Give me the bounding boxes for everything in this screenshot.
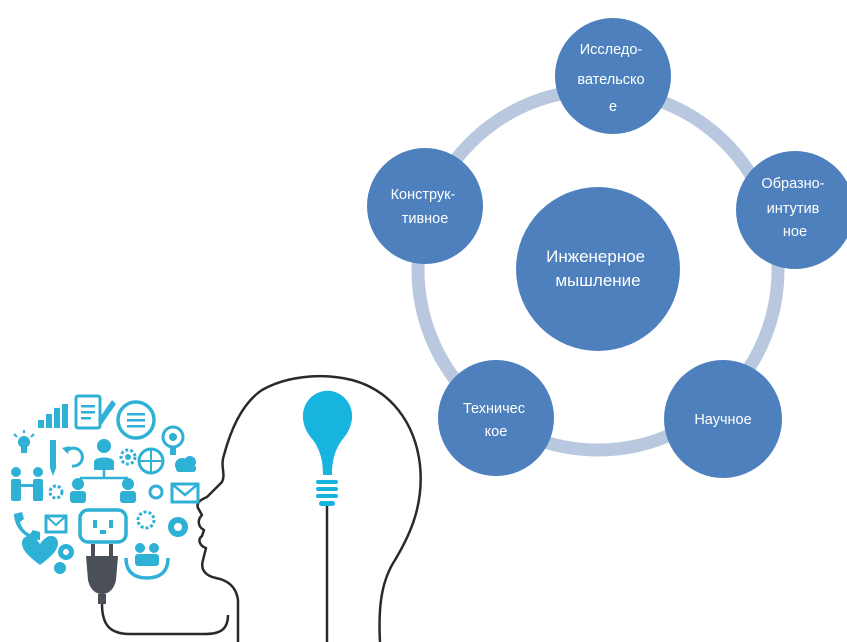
- org-chart-icon: [70, 470, 136, 503]
- center-node: Инженерное мышление: [516, 187, 680, 351]
- node-constructive: Конструк- тивное: [367, 148, 483, 264]
- svg-text:Исследо- вательско: Исследо- вательско е: [577, 42, 648, 115]
- head-outline: [196, 374, 422, 642]
- globe-icon: [137, 447, 165, 475]
- svg-text:Конструк- тивное: Конструк- тивное: [391, 187, 460, 227]
- node-research-line-2: вательско: [577, 72, 644, 88]
- node-scientific-line-1: Научное: [694, 412, 751, 428]
- recycle-icon: [62, 446, 84, 468]
- center-label-line-2: мышление: [555, 271, 640, 290]
- cloud-icon: [175, 456, 196, 472]
- small-lightbulb-icon: [13, 430, 35, 453]
- node-figurative: Образно- интутив ное: [736, 151, 847, 269]
- node-technical: Техничес кое: [438, 360, 554, 476]
- node-technical-line-2: кое: [485, 424, 508, 440]
- pencil-icon: [50, 440, 56, 476]
- node-figurative-line-1: Образно-: [761, 176, 824, 192]
- node-research: Исследо- вательско е: [555, 18, 671, 134]
- document-pen-icon: [74, 394, 116, 430]
- center-label-line-1: Инженерное: [546, 247, 645, 266]
- svg-text:Образно- интутив: Образно- интутив ное: [761, 176, 828, 240]
- settings-icon: [148, 484, 164, 500]
- speech-bubble-icon: [116, 400, 156, 440]
- node-constructive-line-1: Конструк-: [391, 187, 456, 203]
- target-icon: [161, 425, 185, 455]
- person-icon: [94, 439, 114, 470]
- node-figurative-line-3: ное: [783, 224, 807, 240]
- family-icon: [124, 543, 170, 580]
- people-icon: [11, 467, 43, 501]
- gear-icon: [136, 510, 156, 530]
- node-research-line-1: Исследо-: [580, 42, 643, 58]
- lightbulb-icon: [302, 390, 353, 642]
- icon-cloud: [11, 394, 230, 636]
- node-scientific: Научное: [664, 360, 782, 478]
- gear-icon: [168, 517, 188, 537]
- cycle-diagram: Инженерное мышление Исследо- вательско е…: [367, 18, 847, 478]
- svg-text:Научное: Научное: [694, 412, 751, 428]
- node-constructive-line-2: тивное: [402, 211, 449, 227]
- plug-cord: [100, 603, 230, 636]
- node-technical-line-1: Техничес: [463, 401, 525, 417]
- envelope-icon: [44, 514, 68, 534]
- socket-icon: [78, 508, 128, 544]
- node-figurative-line-2: интутив: [767, 201, 820, 217]
- svg-text:Техничес кое: Техничес кое: [463, 401, 529, 440]
- head-illustration: [11, 374, 422, 642]
- bar-chart-icon: [38, 404, 68, 428]
- svg-text:Инженерное мышление: Инженерное мышление: [546, 247, 650, 290]
- node-research-line-3: е: [609, 99, 617, 115]
- gear-icon: [119, 448, 137, 466]
- plug-icon: [86, 544, 118, 604]
- heart-icon: [22, 535, 58, 565]
- envelope-icon: [170, 482, 200, 504]
- gear-icon: [54, 544, 74, 574]
- gear-icon: [48, 484, 64, 500]
- phone-icon: [14, 512, 40, 540]
